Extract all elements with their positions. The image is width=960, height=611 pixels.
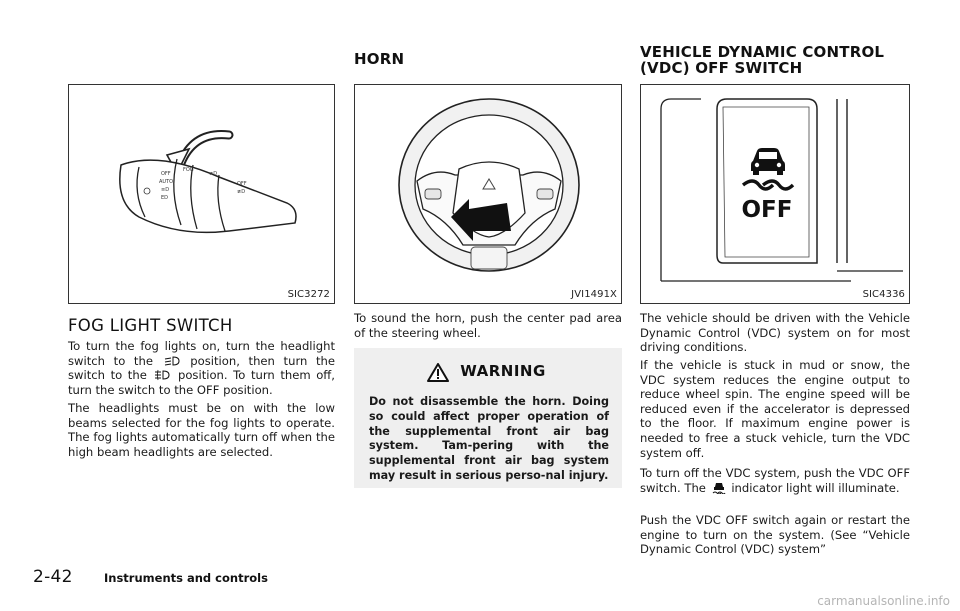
vdc-figure: OFF SIC4336 (640, 84, 910, 304)
fog-p1-text-c: position. To turn them off, turn the swi… (68, 368, 335, 397)
vdc-paragraph-1: The vehicle should be driven with the Ve… (640, 311, 910, 355)
figure-code: SIC4336 (862, 289, 905, 300)
horn-figure: JVI1491X (354, 84, 622, 304)
warning-box: WARNING Do not disassemble the horn. Doi… (354, 348, 622, 488)
vdc-paragraph-3: To turn off the VDC system, push the VDC… (640, 466, 910, 495)
vdc-p3-text-b: indicator light will illuminate. (731, 480, 900, 495)
svg-text:AUTO: AUTO (159, 179, 173, 185)
horn-paragraph-1: To sound the horn, push the center pad a… (354, 311, 622, 340)
vdc-car-icon (741, 148, 795, 191)
vdc-indicator-icon (712, 482, 726, 494)
page-number: 2-42 (33, 567, 73, 587)
warning-title: WARNING (460, 362, 546, 380)
section-title-fog: FOG LIGHT SWITCH (68, 316, 233, 335)
svg-text:≡D: ≡D (161, 187, 169, 193)
warning-text: Do not disassemble the horn. Doing so co… (369, 395, 609, 482)
section-title-horn: HORN (354, 50, 405, 68)
fog-paragraph-1: To turn the fog lights on, turn the head… (68, 339, 335, 397)
vdc-paragraph-2: If the vehicle is stuck in mud or snow, … (640, 358, 910, 460)
vdc-switch-illustration: OFF (660, 98, 903, 282)
low-beam-icon (164, 356, 180, 366)
vdc-p3-text-a: To turn off the VDC system, push the VDC… (640, 466, 910, 495)
steering-wheel-illustration (398, 98, 580, 272)
vdc-paragraph-4: Push the VDC OFF switch again or restart… (640, 513, 910, 557)
section-title-vdc-line2: (VDC) OFF SWITCH (640, 59, 803, 77)
section-title-vdc-line1: VEHICLE DYNAMIC CONTROL (640, 43, 885, 61)
footer-section-title: Instruments and controls (104, 571, 268, 585)
watermark: carmanualsonline.info (817, 594, 950, 608)
vdc-off-label: OFF (742, 197, 793, 223)
section-title-vdc: VEHICLE DYNAMIC CONTROL (VDC) OFF SWITCH (640, 44, 920, 76)
svg-text:FOG: FOG (183, 167, 194, 173)
svg-text:OFF: OFF (161, 171, 171, 177)
fog-paragraph-2: The headlights must be on with the low b… (68, 401, 335, 459)
svg-text:OFF: OFF (237, 181, 247, 187)
fog-light-figure: OFF AUTO ≡D ED FOG ≢D OFF ≢D SIC3272 (68, 84, 335, 304)
figure-code: JVI1491X (571, 289, 617, 300)
figure-code: SIC3272 (287, 289, 330, 300)
svg-text:≢D: ≢D (237, 189, 245, 195)
svg-text:≢D: ≢D (209, 171, 217, 177)
fog-p1-text-b: position, then turn the switch to the (68, 353, 336, 383)
fog-p1-text-a: To turn the fog lights on, turn the head… (68, 339, 335, 368)
warning-triangle-icon (427, 363, 449, 382)
svg-text:ED: ED (161, 195, 168, 201)
fog-light-icon (155, 370, 170, 381)
fog-lever-illustration: OFF AUTO ≡D ED FOG ≢D OFF ≢D (119, 130, 297, 234)
